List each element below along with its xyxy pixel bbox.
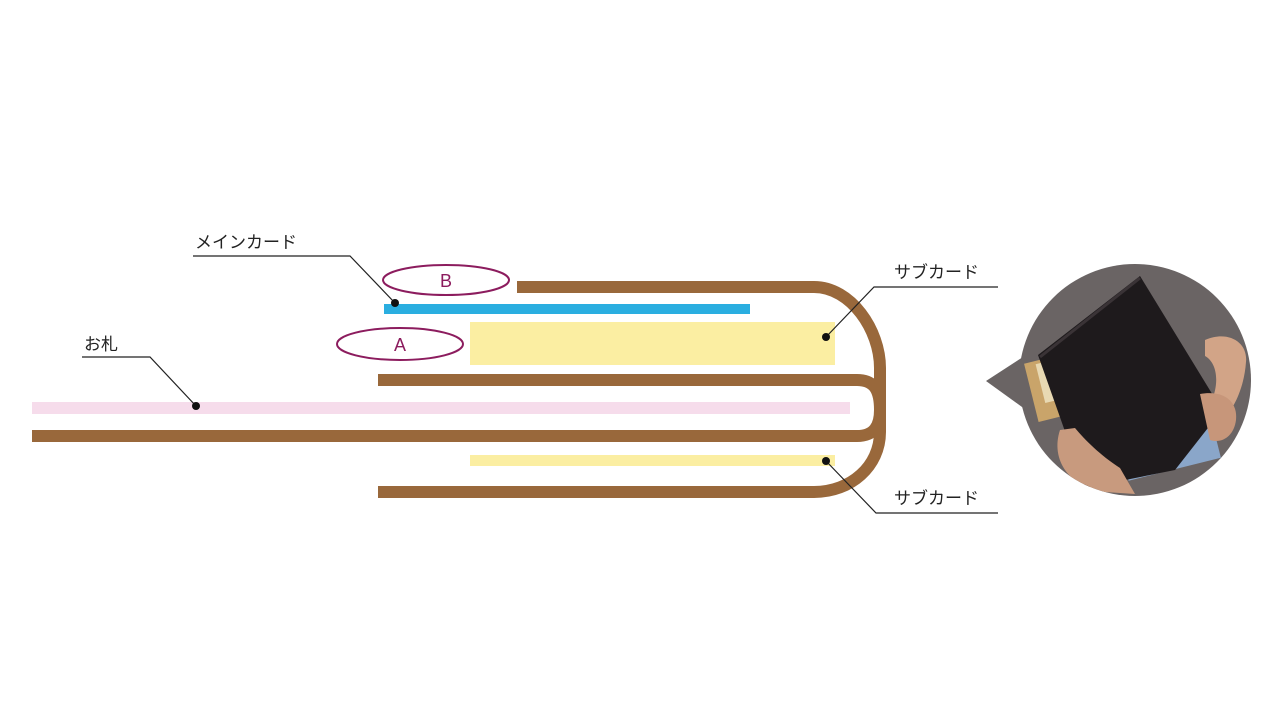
callout-sub-card-bottom: サブカード bbox=[822, 457, 998, 514]
sub-card-bottom-dot bbox=[822, 457, 830, 465]
callout-main-card: メインカード bbox=[193, 233, 399, 307]
main-card-bar bbox=[384, 304, 750, 314]
slot-b-label: B bbox=[440, 271, 452, 291]
sub-card-top-bar bbox=[470, 322, 835, 365]
main-card-dot bbox=[391, 299, 399, 307]
sub-card-bottom-bar bbox=[470, 455, 835, 466]
main-card-label: メインカード bbox=[195, 233, 297, 253]
sub-card-top-dot bbox=[822, 333, 830, 341]
sub-card-bottom-leader bbox=[825, 460, 998, 514]
inset-photo-content bbox=[1019, 264, 1251, 496]
slot-b: B bbox=[382, 264, 510, 296]
bills-label: お札 bbox=[84, 335, 118, 355]
callout-bills: お札 bbox=[82, 335, 200, 410]
slot-a-label: A bbox=[394, 335, 406, 355]
sub-card-bottom-label: サブカード bbox=[894, 488, 979, 509]
leather-bottom-flap bbox=[378, 368, 886, 498]
bills-dot bbox=[192, 402, 200, 410]
slot-b-oval bbox=[382, 264, 510, 296]
slot-a-oval bbox=[336, 327, 464, 361]
leather-top-flap bbox=[517, 281, 886, 369]
bills-bar bbox=[32, 402, 850, 414]
slot-a: A bbox=[336, 327, 464, 361]
main-card-leader bbox=[193, 255, 396, 304]
leather-layers bbox=[32, 281, 887, 498]
callout-sub-card-top: サブカード bbox=[822, 262, 998, 341]
inset-photo bbox=[986, 264, 1251, 496]
sub-card-top-leader bbox=[825, 286, 998, 338]
bills-leader bbox=[82, 356, 197, 407]
sub-card-top-label: サブカード bbox=[894, 262, 979, 283]
